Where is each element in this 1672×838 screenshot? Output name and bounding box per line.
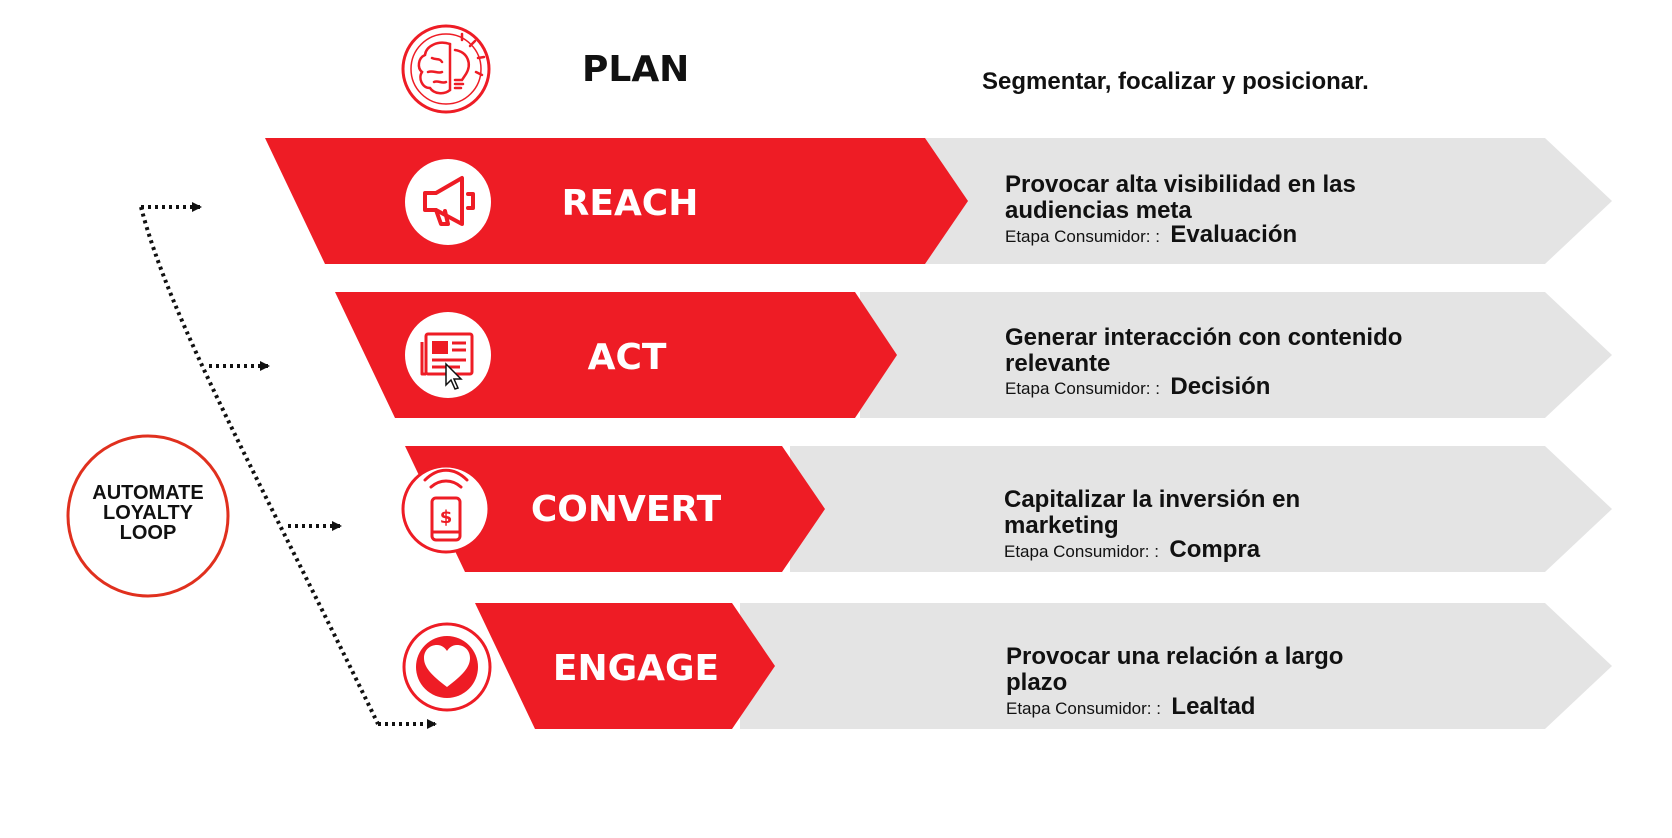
stage-engage-gray-arrow: [740, 603, 1612, 729]
stage-engage-description-line1: Provocar una relación a largo: [1006, 643, 1343, 670]
stage-convert-description-line1: Capitalizar la inversión en: [1004, 486, 1300, 513]
stage-reach-icon-badge: [405, 159, 491, 245]
stage-act-description-line2: relevante: [1005, 350, 1110, 377]
plan-row: PLAN Segmentar, focalizar y posicionar.: [401, 24, 1369, 114]
stage-act: ACT Generar interacción con contenido re…: [335, 292, 1612, 418]
stage-engage-description-line2: plazo: [1006, 669, 1067, 696]
stage-engage-icon-badge: [402, 622, 492, 712]
loop-circle: [66, 434, 230, 598]
stage-act-phase: Etapa Consumidor: : Decisión: [1005, 373, 1270, 400]
megaphone-icon: [423, 176, 475, 226]
stage-engage-red-band: [475, 603, 775, 729]
brain-bulb-icon: [417, 32, 486, 95]
plan-title: PLAN: [582, 49, 689, 90]
stage-convert-red-band: [405, 446, 825, 572]
stage-reach-description-line1: Provocar alta visibilidad en las: [1005, 171, 1356, 198]
stage-reach-phase-label: Etapa Consumidor: :: [1005, 227, 1160, 246]
svg-text:$: $: [440, 507, 453, 528]
stage-reach: REACH Provocar alta visibilidad en las a…: [265, 138, 1612, 264]
stage-convert-phase-label: Etapa Consumidor: :: [1004, 542, 1159, 561]
plan-description: Segmentar, focalizar y posicionar.: [982, 68, 1369, 95]
stage-convert-phase: Etapa Consumidor: : Compra: [1004, 536, 1261, 563]
stage-convert: $ CONVERT Capitalizar la inversión en ma…: [401, 446, 1612, 572]
stage-reach-phase: Etapa Consumidor: : Evaluación: [1005, 221, 1297, 248]
stage-reach-gray-arrow: [900, 138, 1612, 264]
stage-engage-name: ENGAGE: [553, 648, 719, 689]
stage-convert-description-line2: marketing: [1004, 512, 1119, 539]
stage-act-name: ACT: [588, 337, 667, 378]
stage-engage-phase-value: Lealtad: [1171, 693, 1255, 720]
stage-act-phase-value: Decisión: [1170, 373, 1270, 400]
plan-icon-badge: [401, 24, 491, 114]
stage-convert-icon-badge: $: [401, 464, 491, 554]
stage-act-gray-arrow: [860, 292, 1612, 418]
stage-engage-phase-label: Etapa Consumidor: :: [1006, 699, 1161, 718]
stage-act-description-line1: Generar interacción con contenido: [1005, 324, 1402, 351]
mobile-payment-icon: $: [423, 468, 469, 542]
stage-act-icon-badge: [405, 312, 491, 398]
loop-label-line2: LOYALTY: [103, 502, 194, 524]
stage-reach-phase-value: Evaluación: [1170, 221, 1297, 248]
automate-loyalty-loop: AUTOMATE LOYALTY LOOP: [66, 434, 230, 598]
stage-act-phase-label: Etapa Consumidor: :: [1005, 379, 1160, 398]
stage-convert-name: CONVERT: [531, 489, 722, 530]
stage-reach-name: REACH: [562, 183, 699, 224]
stage-engage: ENGAGE Provocar una relación a largo pla…: [402, 603, 1612, 729]
stage-convert-gray-arrow: [790, 446, 1612, 572]
stage-engage-phase: Etapa Consumidor: : Lealtad: [1006, 693, 1255, 720]
stage-convert-phase-value: Compra: [1169, 536, 1260, 563]
cursor-icon: [445, 362, 463, 390]
stage-reach-description-line2: audiencias meta: [1005, 197, 1192, 224]
heart-icon: [424, 645, 470, 687]
loop-main-curve: [139, 206, 380, 725]
loop-connectors: [139, 202, 437, 729]
loop-label-line1: AUTOMATE: [92, 482, 203, 504]
loop-label-line3: LOOP: [120, 522, 177, 544]
